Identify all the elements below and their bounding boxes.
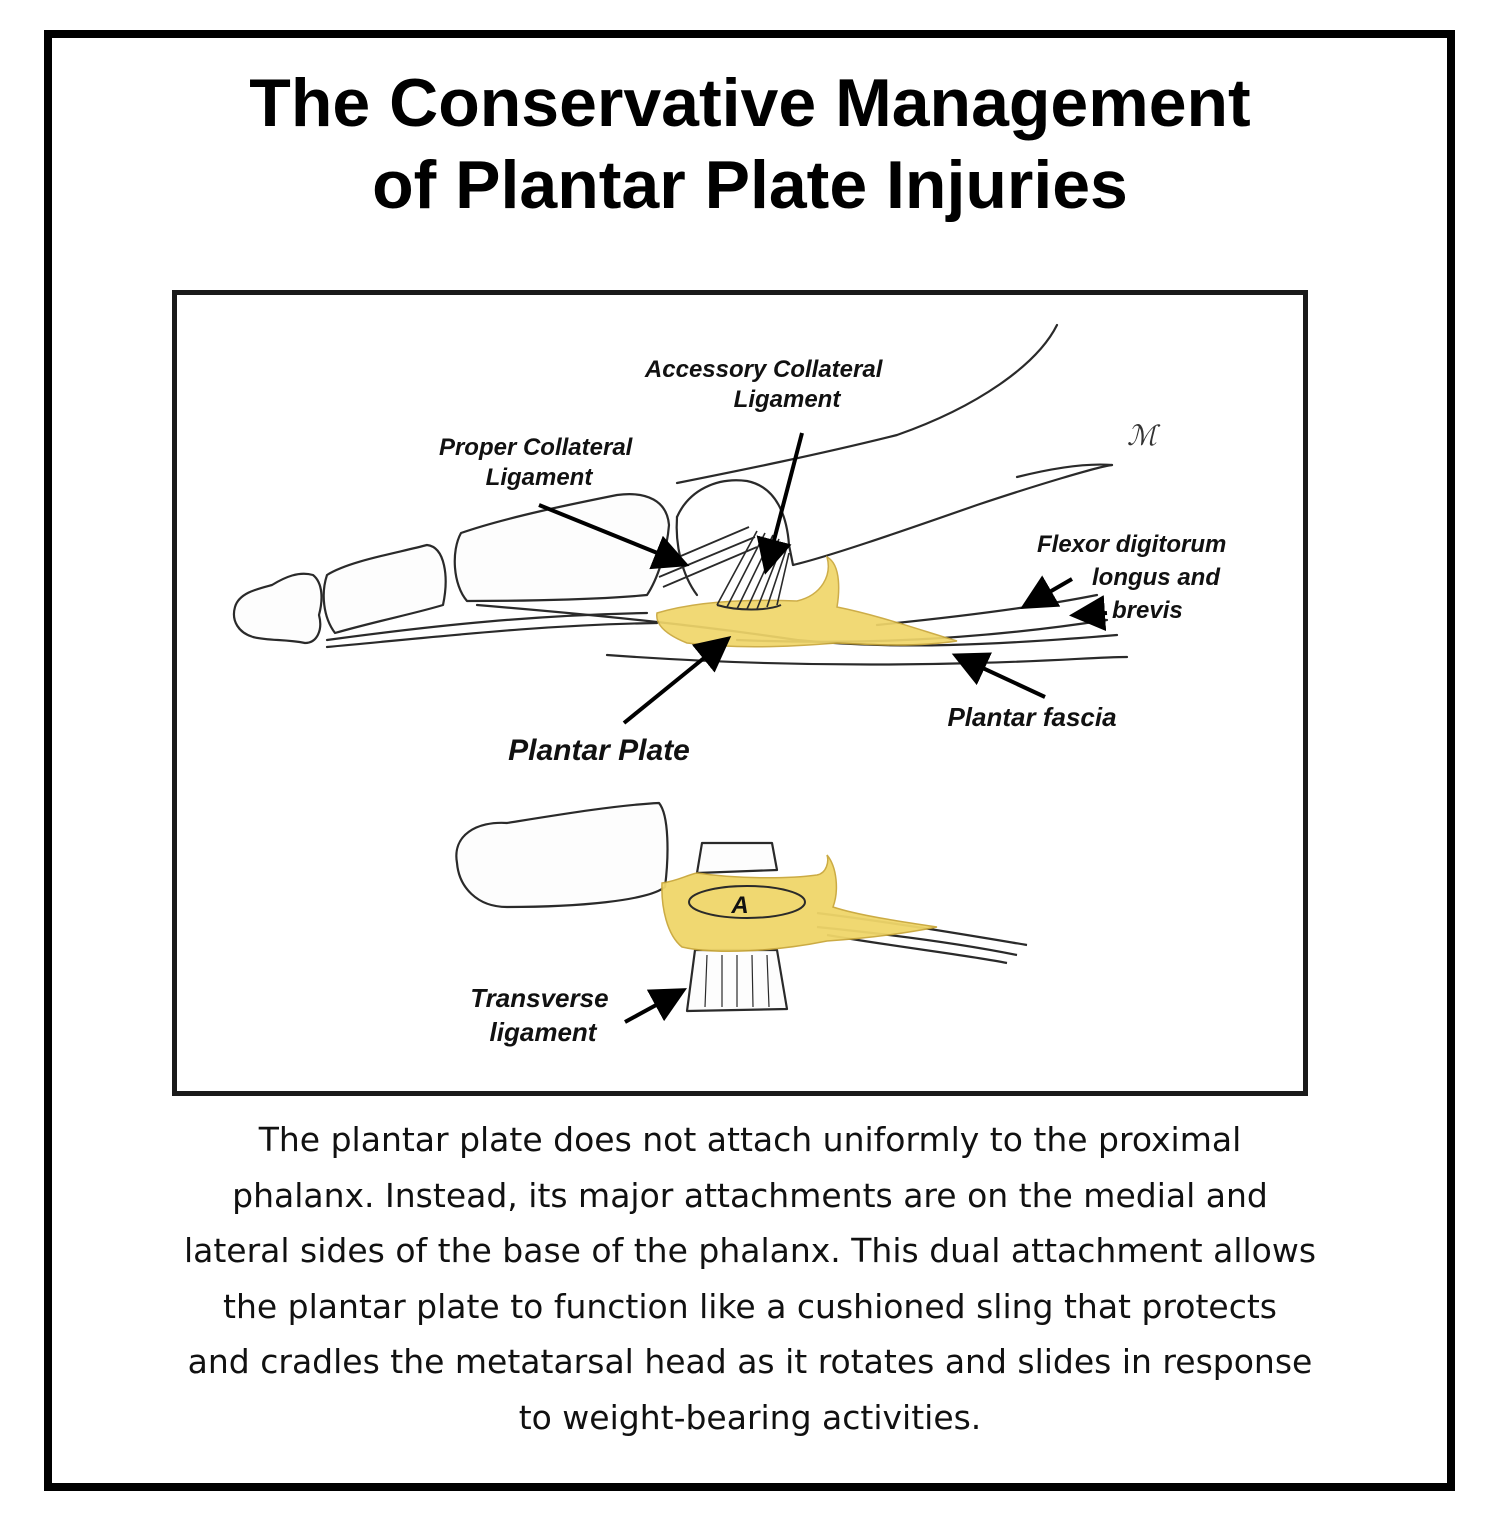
label-transverse-line-1: Transverse: [470, 983, 608, 1013]
label-plantar-fascia: Plantar fascia: [947, 702, 1116, 732]
caption-line-1: The plantar plate does not attach unifor…: [258, 1120, 1242, 1159]
label-proper-collateral: Proper Collateral Ligament: [439, 434, 639, 491]
arrow-plantar-fascia: [951, 652, 1046, 699]
label-accessory-line-2: Ligament: [734, 386, 842, 413]
arrow-accessory: [756, 432, 804, 575]
label-marker-a: A: [730, 892, 748, 919]
detail-plate-region: [661, 854, 938, 952]
artist-signature: ℳ: [1127, 419, 1161, 452]
label-accessory-collateral: Accessory Collateral Ligament: [644, 356, 889, 413]
detail-drawing: [455, 801, 1028, 1013]
arrow-proper: [538, 503, 690, 570]
label-flexor-line-3: brevis: [1112, 597, 1183, 624]
label-proper-line-2: Ligament: [486, 464, 594, 491]
title-line-2: of Plantar Plate Injuries: [372, 147, 1128, 223]
label-transverse-line-2: ligament: [490, 1017, 598, 1047]
label-flexor-digitorum: Flexor digitorum longus and brevis: [1037, 531, 1233, 624]
caption-line-2: phalanx. Instead, its major attachments …: [232, 1175, 1268, 1215]
anatomy-illustration: ℳ Accessory Collateral Ligament Proper C…: [172, 290, 1308, 1096]
page-title: The Conservative Management of Plantar P…: [0, 62, 1500, 226]
anatomy-drawing: ℳ Accessory Collateral Ligament Proper C…: [232, 323, 1233, 1047]
arrow-flexor-2: [1069, 595, 1108, 632]
pointer-arrows: [538, 432, 1108, 1024]
label-flexor-line-1: Flexor digitorum: [1037, 531, 1226, 558]
label-transverse-ligament: Transverse ligament: [470, 983, 616, 1047]
caption-line-6: to weight-bearing activities.: [518, 1397, 982, 1437]
title-line-1: The Conservative Management: [249, 65, 1251, 141]
caption-text: The plantar plate does not attach unifor…: [60, 1112, 1440, 1445]
caption-line-5: and cradles the metatarsal head as it ro…: [187, 1342, 1313, 1381]
accessory-ligament-fan: [716, 530, 790, 611]
label-flexor-line-2: longus and: [1092, 564, 1221, 591]
arrow-transverse: [624, 988, 688, 1024]
detail-plate-outline: [688, 885, 806, 919]
toe-bones-drawing: [232, 323, 1129, 666]
arrow-plantar-plate: [622, 635, 732, 725]
caption-line-4: the plantar plate to function like a cus…: [223, 1286, 1277, 1326]
label-proper-line-1: Proper Collateral: [439, 434, 634, 461]
label-accessory-line-1: Accessory Collateral: [644, 356, 884, 383]
arrow-flexor-1: [1020, 575, 1074, 610]
caption-line-3: lateral sides of the base of the phalanx…: [183, 1231, 1317, 1270]
label-plantar-plate: Plantar Plate: [508, 734, 690, 767]
